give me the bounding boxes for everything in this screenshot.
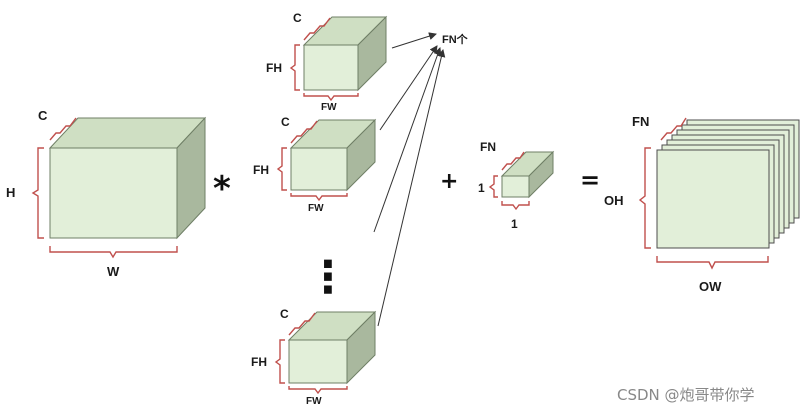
filter2-front-face [290, 147, 348, 191]
filter-block-n: C FH FW [251, 307, 377, 407]
output-block [656, 119, 800, 249]
output-width-brace [656, 256, 769, 270]
equals-operator: = [580, 166, 600, 194]
bias-block: FN 1 1 [478, 140, 555, 231]
filter1-height-brace [289, 44, 300, 91]
input-front-face [49, 147, 178, 239]
filter1-channel-brace [303, 17, 331, 41]
filter1-height-label: FH [266, 61, 282, 75]
bias-count-brace [501, 151, 525, 171]
filter2-width-label: FW [308, 203, 324, 214]
input-height-brace [31, 147, 44, 239]
conv-operator: * [213, 169, 231, 209]
arrow-filter3 [373, 47, 442, 233]
filtern-height-label: FH [251, 355, 267, 369]
input-channel-brace [49, 117, 77, 141]
input-channel-label: C [38, 108, 48, 123]
filter1-width-label: FW [321, 102, 337, 113]
filter1-front-face [303, 44, 359, 91]
filtern-height-brace [274, 339, 285, 384]
filter2-height-brace [276, 147, 287, 191]
arrow-filtern [377, 49, 446, 327]
filter-count-arrows [373, 32, 446, 327]
filtern-width-label: FW [306, 396, 322, 407]
input-block: C H W [6, 108, 207, 279]
filter2-width-brace [290, 193, 348, 202]
filter1-width-brace [303, 93, 359, 102]
output-height-brace [638, 147, 651, 249]
filter2-height-label: FH [253, 163, 269, 177]
filtern-front-face [288, 339, 348, 384]
filter2-channel-brace [290, 120, 318, 144]
filter-count-label: FN个 [442, 32, 469, 46]
filter1-channel-label: C [293, 11, 302, 25]
input-width-label: W [107, 264, 120, 279]
filtern-channel-brace [288, 312, 316, 336]
output-width-label: OW [699, 279, 722, 294]
input-height-label: H [6, 185, 15, 200]
output-channel-brace [660, 117, 687, 141]
plus-operator: + [440, 169, 458, 194]
filter-ellipsis: ⋮ [306, 252, 350, 303]
filter-block-1: C FH FW [266, 11, 388, 113]
filtern-width-brace [288, 386, 348, 395]
bias-width-label: 1 [511, 217, 518, 231]
arrow-filter2 [379, 45, 438, 131]
bias-height-label: 1 [478, 181, 485, 195]
bias-width-brace [501, 201, 530, 211]
bias-count-label: FN [480, 140, 496, 154]
filtern-channel-label: C [280, 307, 289, 321]
output-height-label: OH [604, 193, 624, 208]
filter-block-2: C FH FW [253, 115, 377, 214]
bias-height-brace [488, 175, 498, 198]
bias-front-face [501, 175, 530, 198]
watermark: CSDN @炮哥带你学 [617, 386, 755, 404]
output-channel-label: FN [632, 114, 649, 129]
input-width-brace [49, 246, 178, 259]
output-feature-map-1 [656, 149, 770, 249]
filter2-channel-label: C [281, 115, 290, 129]
arrow-filter1 [391, 32, 437, 49]
